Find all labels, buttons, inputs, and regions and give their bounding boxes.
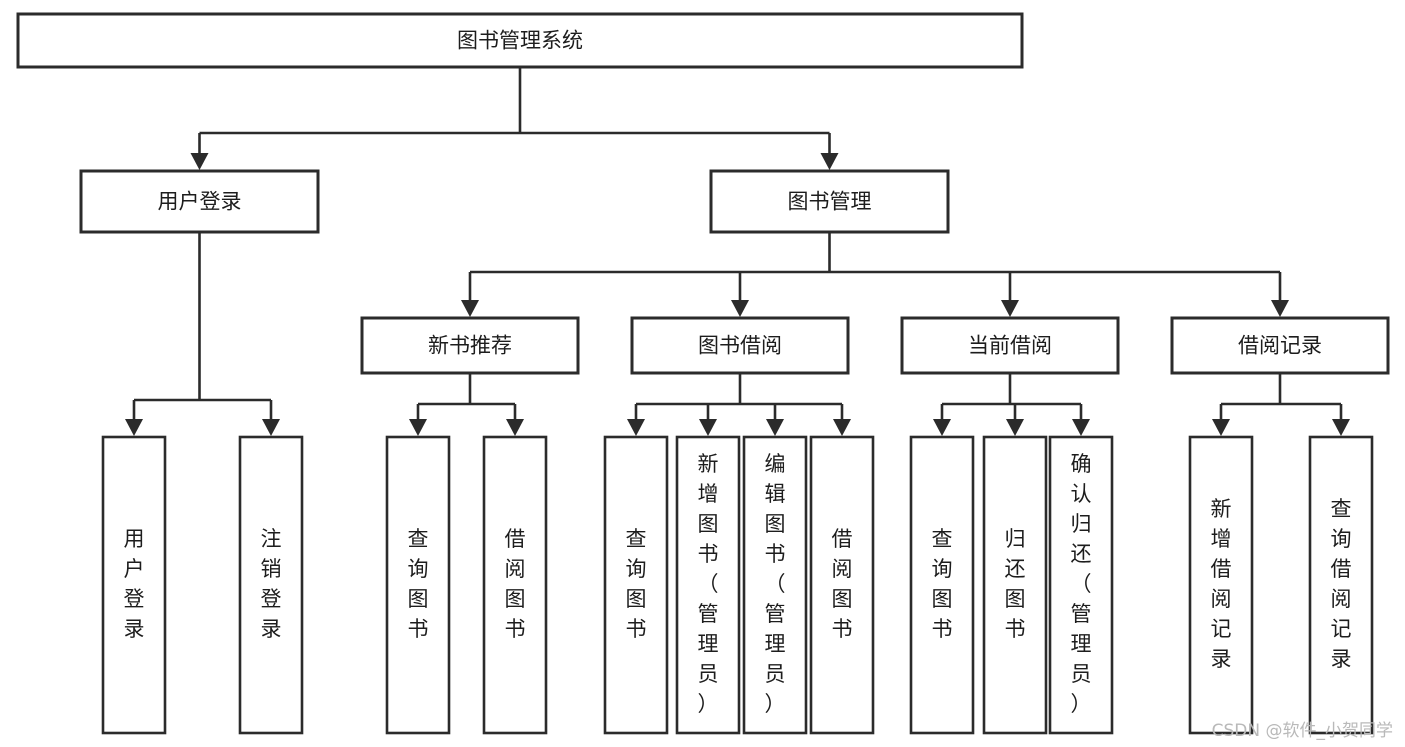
arrow-head-icon [627,419,645,436]
node-box [709,169,950,234]
node-box [238,435,304,735]
arrow-head-icon [506,419,524,436]
node-box [16,12,1024,69]
connector-edges [125,67,1350,436]
arrow-head-icon [409,419,427,436]
node-box [809,435,875,735]
node-box [79,169,320,234]
node-leaf-borrow-book-recommend[interactable]: 借阅图书 [482,435,548,735]
arrow-head-icon [1006,419,1024,436]
node-book-manage[interactable]: 图书管理 [709,169,950,234]
node-box [982,435,1048,735]
arrow-head-icon [731,300,749,317]
arrow-head-icon [1332,419,1350,436]
node-borrow-record[interactable]: 借阅记录 [1170,316,1390,375]
node-label: 图书管理系统 [457,29,583,53]
arrow-head-icon [833,419,851,436]
arrow-head-icon [125,419,143,436]
node-leaf-edit-book[interactable]: 编辑图书（管理员） [742,435,808,735]
node-label: 查询借阅记录 [1331,497,1352,671]
node-box [630,316,850,375]
arrow-head-icon [461,300,479,317]
node-current-borrow[interactable]: 当前借阅 [900,316,1120,375]
node-leaf-query-borrow-record[interactable]: 查询借阅记录 [1308,435,1374,735]
node-label: 用户登录 [158,190,242,214]
node-leaf-user-login[interactable]: 用户登录 [101,435,167,735]
diagram-nodes: 图书管理系统用户登录图书管理新书推荐图书借阅当前借阅借阅记录用户登录注销登录查询… [16,12,1390,735]
node-box [1170,316,1390,375]
node-label: 新书推荐 [428,334,512,358]
node-leaf-query-book-current[interactable]: 查询图书 [909,435,975,735]
node-box [675,435,741,735]
node-label: 查询图书 [932,527,953,641]
node-label: 编辑图书（管理员） [765,452,786,716]
node-box [909,435,975,735]
csdn-watermark: CSDN @软件_小贺同学 [1211,721,1393,741]
node-new-book-recommend[interactable]: 新书推荐 [360,316,580,375]
arrow-head-icon [933,419,951,436]
arrow-head-icon [190,153,209,170]
node-label: 用户登录 [124,527,145,641]
node-label: 借阅图书 [832,527,853,641]
node-box [101,435,167,735]
node-box [1188,435,1254,735]
node-label: 当前借阅 [968,334,1052,358]
node-leaf-return-book[interactable]: 归还图书 [982,435,1048,735]
arrow-head-icon [820,153,839,170]
node-leaf-query-book-recommend[interactable]: 查询图书 [385,435,451,735]
node-leaf-confirm-return[interactable]: 确认归还（管理员） [1048,435,1114,735]
node-label: 查询图书 [408,527,429,641]
node-label: 查询图书 [626,527,647,641]
node-box [385,435,451,735]
node-book-borrow[interactable]: 图书借阅 [630,316,850,375]
arrow-head-icon [1212,419,1230,436]
node-box [603,435,669,735]
node-box [1048,435,1114,735]
node-leaf-query-book-borrow[interactable]: 查询图书 [603,435,669,735]
node-label: 图书管理 [788,190,872,214]
arrow-head-icon [1072,419,1090,436]
node-label: 注销登录 [261,527,282,641]
node-label: 借阅记录 [1238,334,1322,358]
arrow-head-icon [766,419,784,436]
arrow-head-icon [1271,300,1289,317]
node-label: 归还图书 [1005,527,1026,641]
arrow-head-icon [1001,300,1019,317]
node-root[interactable]: 图书管理系统 [16,12,1024,69]
node-leaf-add-book[interactable]: 新增图书（管理员） [675,435,741,735]
node-label: 图书借阅 [698,334,782,358]
arrow-head-icon [699,419,717,436]
arrow-head-icon [262,419,280,436]
node-box [482,435,548,735]
node-leaf-add-borrow-record[interactable]: 新增借阅记录 [1188,435,1254,735]
node-box [1308,435,1374,735]
node-leaf-borrow-book[interactable]: 借阅图书 [809,435,875,735]
node-label: 借阅图书 [505,527,526,641]
node-label: 确认归还（管理员） [1071,452,1092,716]
node-leaf-user-logout[interactable]: 注销登录 [238,435,304,735]
node-user-login[interactable]: 用户登录 [79,169,320,234]
node-label: 新增借阅记录 [1211,497,1232,671]
node-label: 新增图书（管理员） [698,452,719,716]
node-box [900,316,1120,375]
node-box [742,435,808,735]
node-box [360,316,580,375]
